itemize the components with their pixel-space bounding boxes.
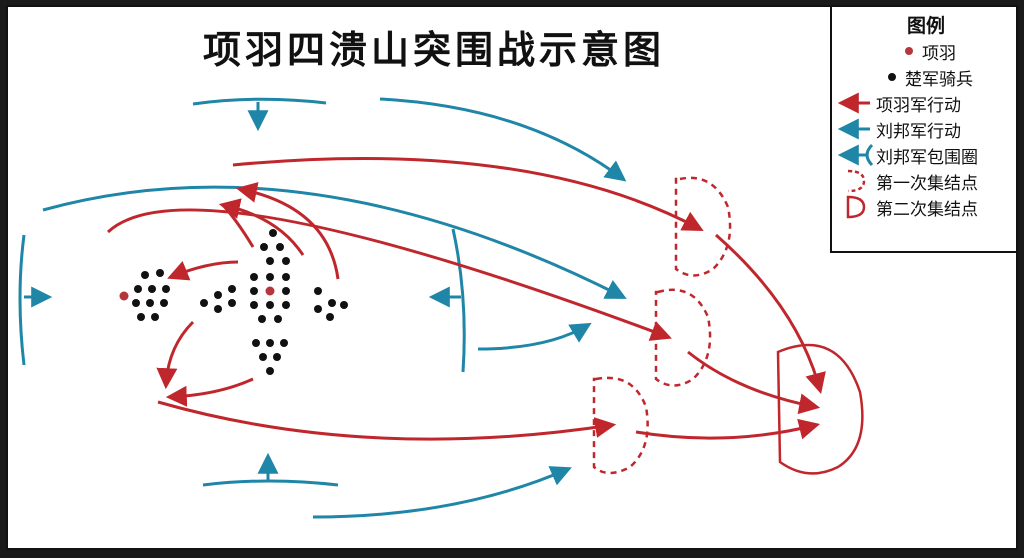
- encirclement-top: [192, 97, 327, 132]
- red-dot-icon: [905, 47, 913, 55]
- xiang-yu-regroup-1: [715, 233, 826, 395]
- diagram-title: 项羽四溃山突围战示意图: [203, 28, 666, 72]
- blue-arrow-icon: [837, 118, 870, 140]
- first-rally-points: [592, 176, 732, 475]
- legend-item-chu-cavalry: 楚军骑兵: [832, 64, 1016, 90]
- legend-title: 图例: [906, 15, 945, 37]
- legend-item-xiang-yu: 项羽: [832, 38, 1016, 64]
- black-dot-icon: [888, 73, 896, 81]
- encirclement-right: [428, 228, 466, 373]
- encirclement-bottom: [202, 452, 339, 487]
- cavalry-sortie-5: [156, 320, 195, 390]
- liu-bang-move-2: [42, 185, 627, 299]
- battle-map: [18, 97, 864, 519]
- liu-bang-move-3: [477, 322, 592, 351]
- cavalry-sortie-2: [218, 198, 305, 256]
- liu-bang-movements: [42, 97, 627, 519]
- liu-bang-move-4: [312, 466, 572, 519]
- cavalry-sortie-1: [235, 182, 340, 280]
- encirclement-left: [18, 234, 53, 366]
- cavalry-sortie-4: [167, 260, 239, 281]
- encirclement-icon: [837, 143, 874, 167]
- diagram-frame: 项羽四溃山突围战示意图 图例 项羽 楚军骑兵 项羽军行动 刘邦军行动: [6, 5, 1018, 550]
- xiang-yu-breakout-3: [157, 400, 617, 441]
- xiang-yu-regroup-3: [635, 418, 821, 440]
- legend-item-liu-bang-encirclement: 刘邦军包围圈: [832, 142, 1016, 168]
- first-rally-point-2: [654, 288, 712, 387]
- first-rally-point-1: [674, 176, 732, 277]
- solid-rally-icon: [846, 195, 866, 219]
- cavalry-sortie-3: [221, 204, 255, 248]
- legend: 图例 项羽 楚军骑兵 项羽军行动 刘邦军行动 刘邦军包围圈: [830, 7, 1016, 253]
- legend-item-first-rally: 第一次集结点: [832, 168, 1016, 194]
- cavalry-sortie-6: [165, 377, 254, 407]
- xiang-yu-movements: [106, 156, 826, 441]
- legend-item-second-rally: 第二次集结点: [832, 194, 1016, 220]
- second-rally-point: [776, 343, 864, 475]
- xiang-yu-positions: [119, 286, 275, 301]
- liu-bang-move-1: [379, 97, 627, 182]
- legend-item-xiang-yu-army: 项羽军行动: [832, 90, 1016, 116]
- xiang-yu-breakout-2: [106, 208, 672, 341]
- first-rally-point-3: [592, 376, 649, 475]
- dashed-rally-icon: [847, 169, 866, 193]
- legend-item-liu-bang-army: 刘邦军行动: [832, 116, 1016, 142]
- red-arrow-icon: [837, 92, 870, 114]
- xiang-yu-regroup-2: [687, 350, 821, 415]
- xiang-yu-breakout-1: [232, 156, 704, 231]
- chu-cavalry-formations: [132, 229, 348, 375]
